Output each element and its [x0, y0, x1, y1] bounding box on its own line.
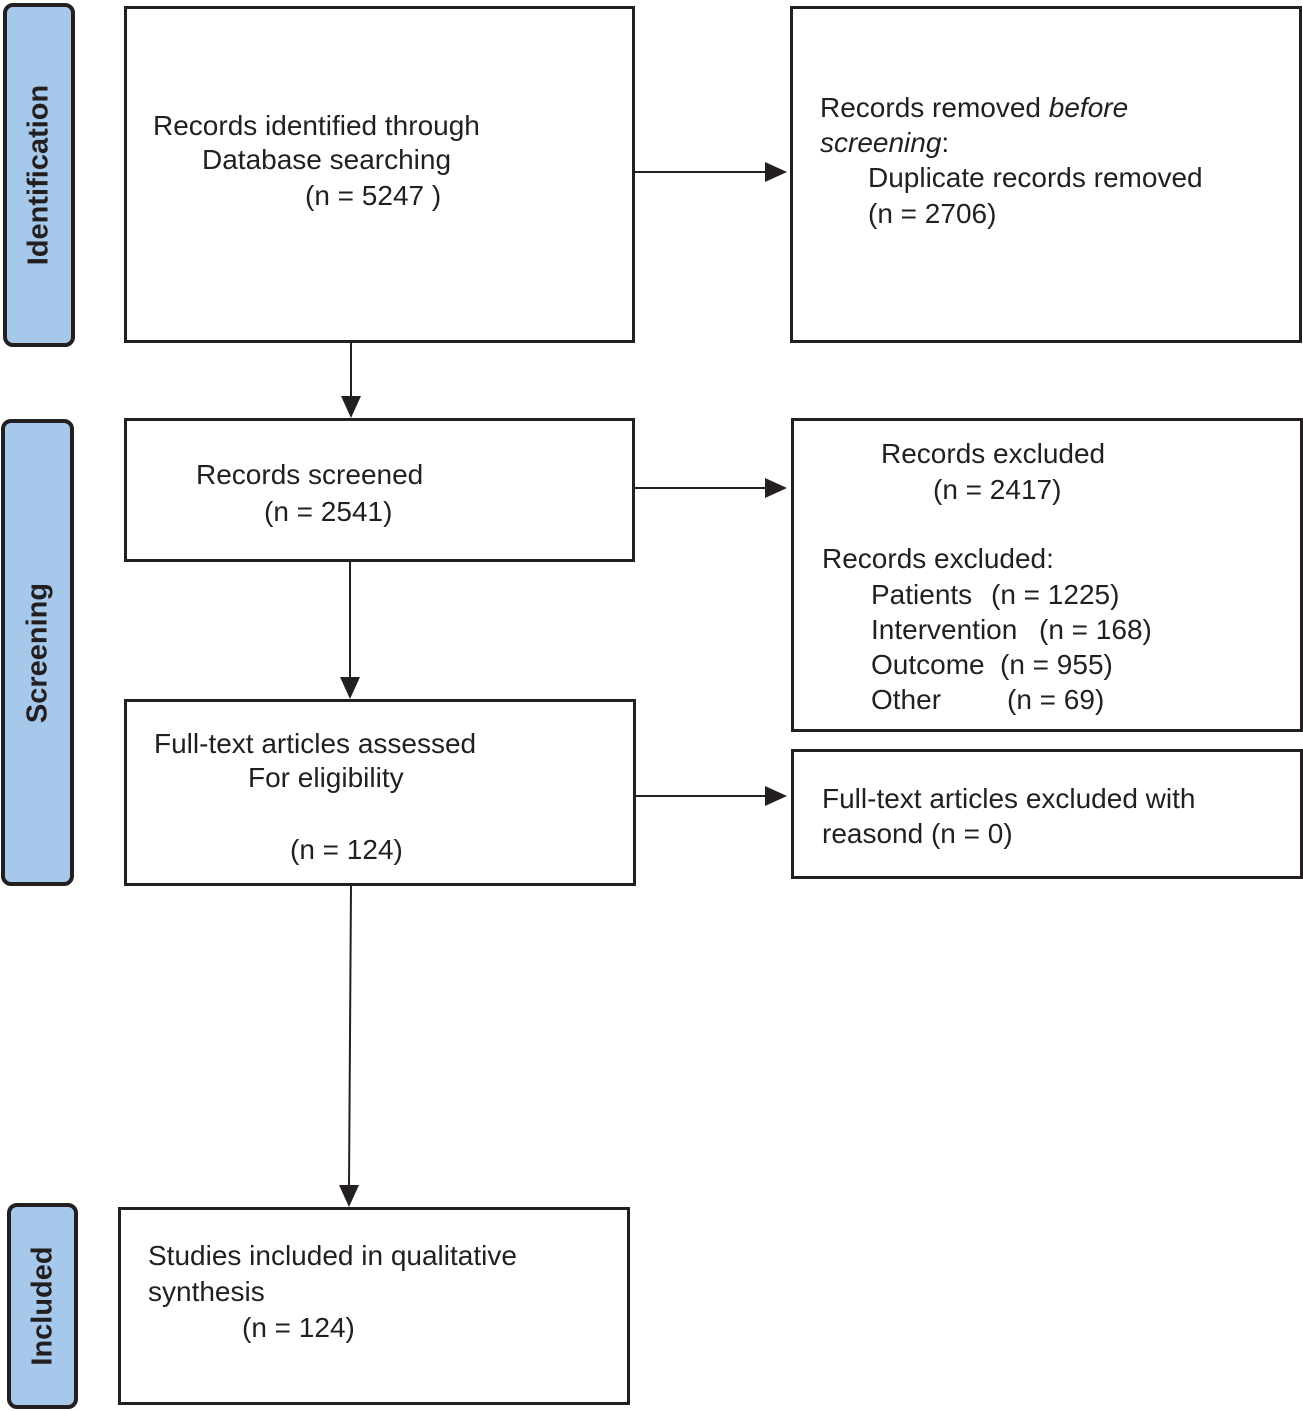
stage-included: Included — [7, 1203, 78, 1409]
duplicate-records-label: Duplicate records removed — [868, 162, 1203, 193]
fulltext-assessed-line1: Full-text articles assessed — [154, 728, 477, 759]
records-excluded-label: Records excluded — [881, 438, 1106, 469]
exclusion-reason-count: (n = 168) — [1039, 614, 1152, 645]
arrow-fulltext-to-included — [348, 885, 352, 1188]
arrowhead-identified-to-removed — [765, 162, 787, 182]
studies-included-count: (n = 124) — [242, 1312, 355, 1343]
records-identified-line2: Database searching — [202, 144, 452, 175]
exclusion-reason-count: (n = 69) — [1007, 684, 1105, 715]
records-excluded-box: Records excluded (n = 2417) Records excl… — [791, 418, 1303, 732]
stage-identification: Identification — [3, 3, 75, 347]
records-removed-box: Records removed before screening: Duplic… — [790, 6, 1302, 343]
arrowhead-fulltext-to-included — [339, 1185, 359, 1207]
records-identified-line1: Records identified through — [153, 110, 480, 141]
fulltext-assessed-count: (n = 124) — [290, 834, 403, 865]
exclusion-reason-label: Outcome — [871, 649, 985, 680]
fulltext-excluded-line2: reasond (n = 0) — [822, 818, 1013, 849]
records-removed-line1: Records removed before — [820, 91, 1128, 125]
studies-included-box: Studies included in qualitative synthesi… — [118, 1207, 630, 1405]
records-excluded-count: (n = 2417) — [933, 474, 1062, 505]
exclusion-reason-label: Patients — [871, 579, 973, 610]
exclusion-reason-label: Other — [871, 684, 942, 715]
fulltext-excluded-box: Full-text articles excluded with reasond… — [791, 749, 1303, 879]
records-removed-line1-text: Records removed — [820, 92, 1049, 123]
exclusion-reason-count: (n = 955) — [1000, 649, 1113, 680]
records-identified-count: (n = 5247 ) — [305, 180, 442, 211]
arrowhead-screened-to-excluded — [765, 478, 787, 498]
records-removed-line1-emph: before — [1048, 92, 1129, 123]
exclusion-reason-count: (n = 1225) — [991, 579, 1120, 610]
stage-screening: Screening — [1, 419, 74, 886]
records-removed-line2-emph: screening — [820, 127, 942, 158]
studies-included-line2: synthesis — [148, 1276, 265, 1307]
records-screened-count: (n = 2541) — [264, 496, 393, 527]
records-screened-box: Records screened (n = 2541) — [124, 418, 635, 562]
arrowhead-identified-to-screened — [341, 396, 361, 418]
fulltext-excluded-line1: Full-text articles excluded with — [822, 783, 1196, 814]
records-removed-line2: screening: — [820, 126, 949, 160]
arrowhead-fulltext-to-excluded — [765, 786, 787, 806]
records-removed-line2-colon: : — [941, 127, 950, 158]
records-identified-box: Records identified through Database sear… — [124, 6, 635, 343]
duplicate-records-count: (n = 2706) — [868, 198, 997, 229]
records-excluded-reasons-heading: Records excluded: — [822, 543, 1054, 574]
fulltext-assessed-box: Full-text articles assessed For eligibil… — [124, 699, 636, 886]
records-screened-label: Records screened — [196, 459, 424, 490]
arrowhead-screened-to-fulltext — [340, 677, 360, 699]
fulltext-assessed-line2: For eligibility — [248, 762, 404, 793]
exclusion-reason-label: Intervention — [871, 614, 1018, 645]
studies-included-line1: Studies included in qualitative — [148, 1240, 517, 1271]
